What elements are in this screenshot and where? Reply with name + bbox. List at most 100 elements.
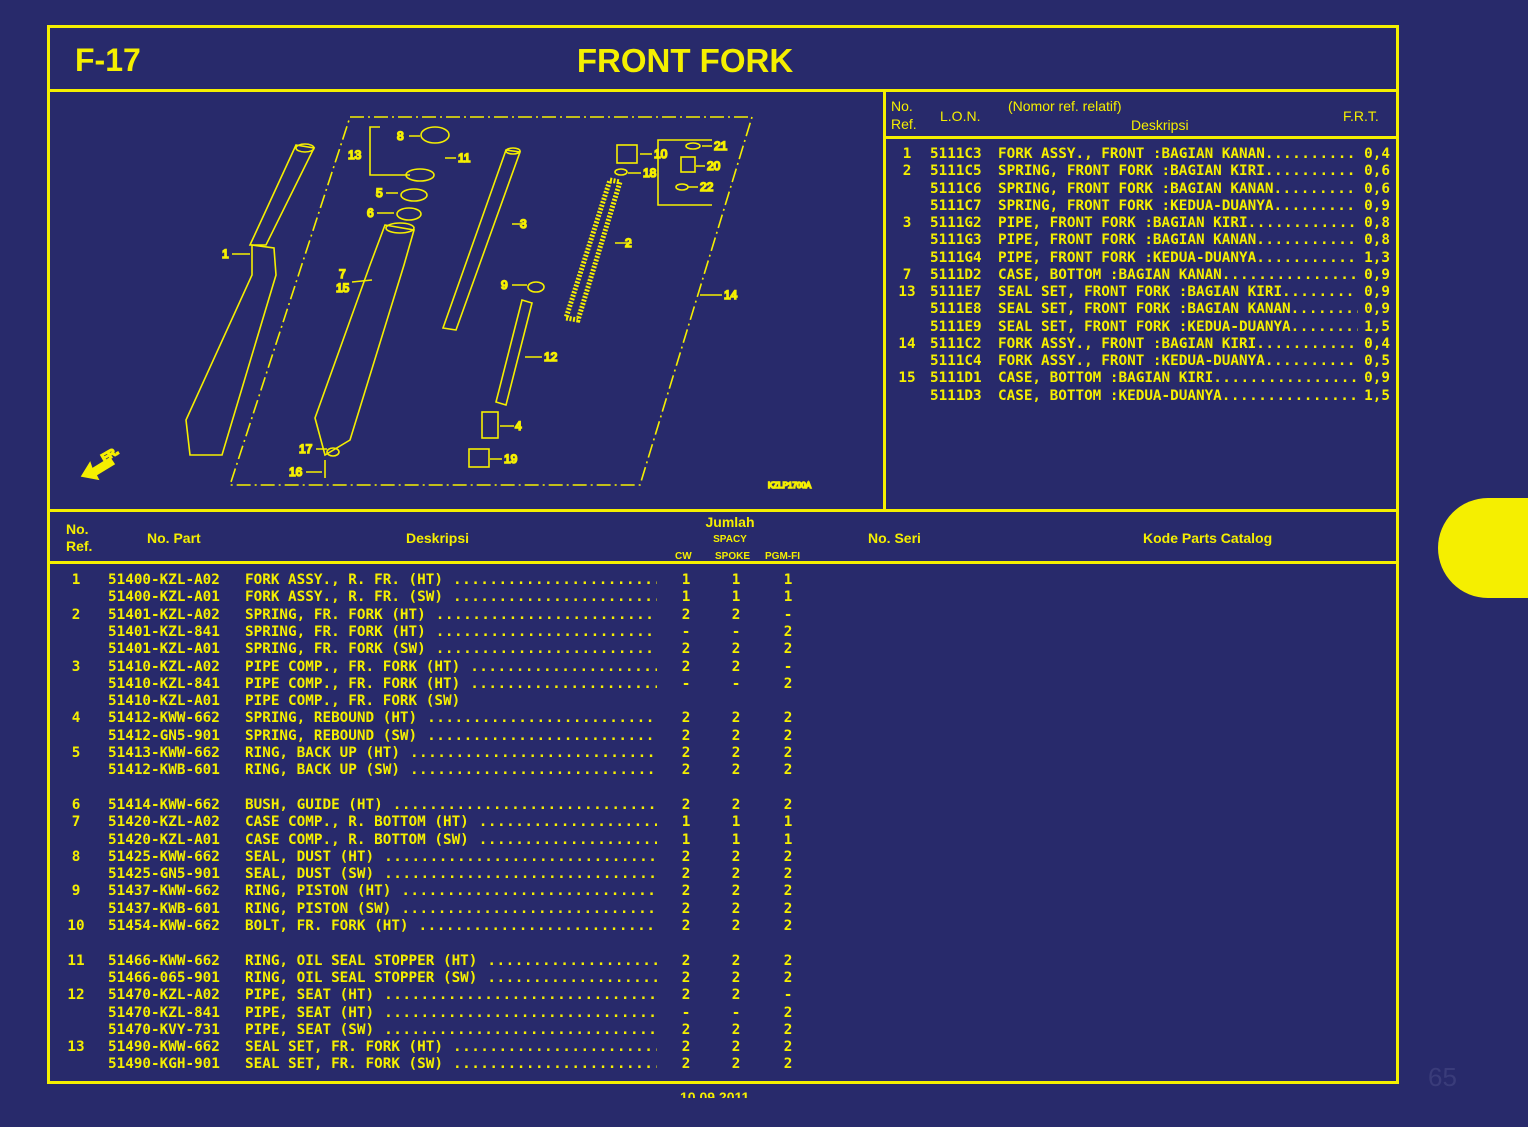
qty-spoke: 2: [731, 952, 741, 969]
page-title: FRONT FORK: [576, 42, 794, 79]
callout: 16: [289, 465, 303, 479]
frt-header-no-ref: No. Ref.: [891, 98, 917, 132]
description: CASE, BOTTOM :KEDUA-DUANYA: [998, 387, 1222, 404]
lon-code: 5111G3: [930, 232, 982, 249]
dot-leader: [1256, 250, 1358, 267]
dot-leader: [453, 1056, 657, 1073]
qty-pgmfi: 2: [783, 727, 793, 744]
dot-leader: [401, 883, 657, 900]
frt-table-row: 5111E9 SEAL SET, FRONT FORK :KEDUA-DUANYA…: [0, 319, 1528, 336]
description-cell: RING, PISTON (HT): [245, 883, 657, 900]
parts-header-spoke: SPOKE: [715, 551, 751, 562]
description-cell: SPRING, FR. FORK (SW): [245, 641, 657, 658]
dot-leader: [470, 676, 657, 693]
callout: 1: [222, 247, 229, 261]
lon-code: 5111G2: [930, 215, 982, 231]
qty-cw: 2: [681, 745, 691, 761]
qty-spoke: 1: [731, 589, 741, 606]
dot-leader: [384, 1022, 657, 1039]
qty-pgmfi: 2: [783, 1056, 793, 1073]
description: SEAL SET, FR. FORK (SW): [245, 1056, 443, 1073]
frt-value: 0,6: [1364, 163, 1390, 180]
description-cell: BUSH, GUIDE (HT): [245, 797, 657, 814]
ref-number: 6: [71, 796, 81, 813]
description-cell: PIPE COMP., FR. FORK (SW): [245, 693, 657, 710]
description: PIPE, SEAT (HT): [245, 1004, 375, 1021]
parts-header-cw: CW: [675, 551, 692, 562]
qty-cw: 2: [681, 710, 691, 727]
qty-cw: -: [681, 1004, 691, 1021]
qty-spoke: 2: [731, 1056, 741, 1073]
ref-number: 15: [898, 370, 916, 387]
qty-cw: 2: [681, 1039, 691, 1056]
qty-cw: 1: [681, 814, 691, 831]
description-cell: PIPE COMP., FR. FORK (HT): [245, 659, 657, 676]
assembly-boundary: [228, 116, 754, 486]
callout: 6: [367, 206, 374, 220]
ref-number: 13: [898, 284, 916, 300]
qty-pgmfi: 2: [783, 900, 793, 917]
dot-leader: [453, 572, 657, 589]
qty-pgmfi: 1: [783, 589, 793, 606]
dot-leader: [1273, 198, 1358, 215]
dot-leader: [436, 607, 657, 624]
part-number: 51410-KZL-841: [108, 675, 220, 692]
description-cell: SPRING, FR. FORK (HT): [245, 607, 657, 624]
frt-value: 0,4: [1364, 146, 1390, 162]
description: PIPE COMP., FR. FORK (HT): [245, 675, 461, 692]
description-cell: SPRING, FR. FORK (HT): [245, 624, 657, 641]
lon-code: 5111E7: [930, 284, 982, 300]
qty-cw: 2: [681, 1056, 691, 1073]
parts-header-catalog: Kode Parts Catalog: [1143, 530, 1273, 546]
callout: 17: [299, 442, 313, 456]
dot-leader: [393, 797, 657, 814]
parts-header-pgmfi: PGM-FI: [765, 551, 800, 562]
section-tab[interactable]: [1438, 498, 1528, 598]
description: RING, OIL SEAL STOPPER (HT): [245, 952, 478, 969]
part-number: 51466-KWW-662: [108, 952, 220, 969]
ref-number: 9: [71, 883, 81, 900]
description: SPRING, FRONT FORK :BAGIAN KANAN: [998, 180, 1274, 197]
dot-leader: [1222, 267, 1358, 284]
figure-code: KZLP1700A: [768, 481, 812, 490]
part-number: 51412-KWB-601: [108, 762, 220, 779]
description-cell: PIPE, SEAT (HT): [245, 1005, 657, 1022]
frt-value: 0,9: [1364, 370, 1390, 387]
ref-number: 8: [71, 848, 81, 865]
lon-code: 5111E9: [930, 318, 982, 335]
frt-value: 1,3: [1364, 249, 1390, 266]
description-cell: SEAL SET, FRONT FORK :KEDUA-DUANYA: [998, 319, 1358, 336]
description-cell: CASE COMP., R. BOTTOM (SW): [245, 832, 657, 849]
part-number: 51412-GN5-901: [108, 727, 220, 744]
qty-spoke: -: [731, 1004, 741, 1021]
description-cell: RING, BACK UP (SW): [245, 762, 657, 779]
description-cell: RING, OIL SEAL STOPPER (HT): [245, 953, 657, 970]
ref-number: 3: [71, 658, 81, 675]
qty-pgmfi: 2: [783, 848, 793, 865]
ref-number: 1: [71, 572, 81, 588]
qty-cw: 2: [681, 641, 691, 658]
qty-pgmfi: -: [783, 987, 793, 1004]
description: FORK ASSY., FRONT :KEDUA-DUANYA: [998, 353, 1265, 369]
part-number: 51400-KZL-A01: [108, 589, 220, 606]
description: FORK ASSY., FRONT :BAGIAN KIRI: [998, 335, 1257, 352]
part-number: 51410-KZL-A02: [108, 658, 220, 675]
description-cell: SEAL SET, FRONT FORK :BAGIAN KANAN: [998, 301, 1358, 318]
callout: 15: [336, 281, 350, 295]
description-cell: CASE COMP., R. BOTTOM (HT): [245, 814, 657, 831]
divider: [47, 89, 1399, 92]
qty-pgmfi: 2: [783, 969, 793, 986]
qty-pgmfi: -: [783, 606, 793, 623]
frt-header-frt: F.R.T.: [1343, 108, 1379, 124]
qty-pgmfi: 2: [783, 866, 793, 883]
